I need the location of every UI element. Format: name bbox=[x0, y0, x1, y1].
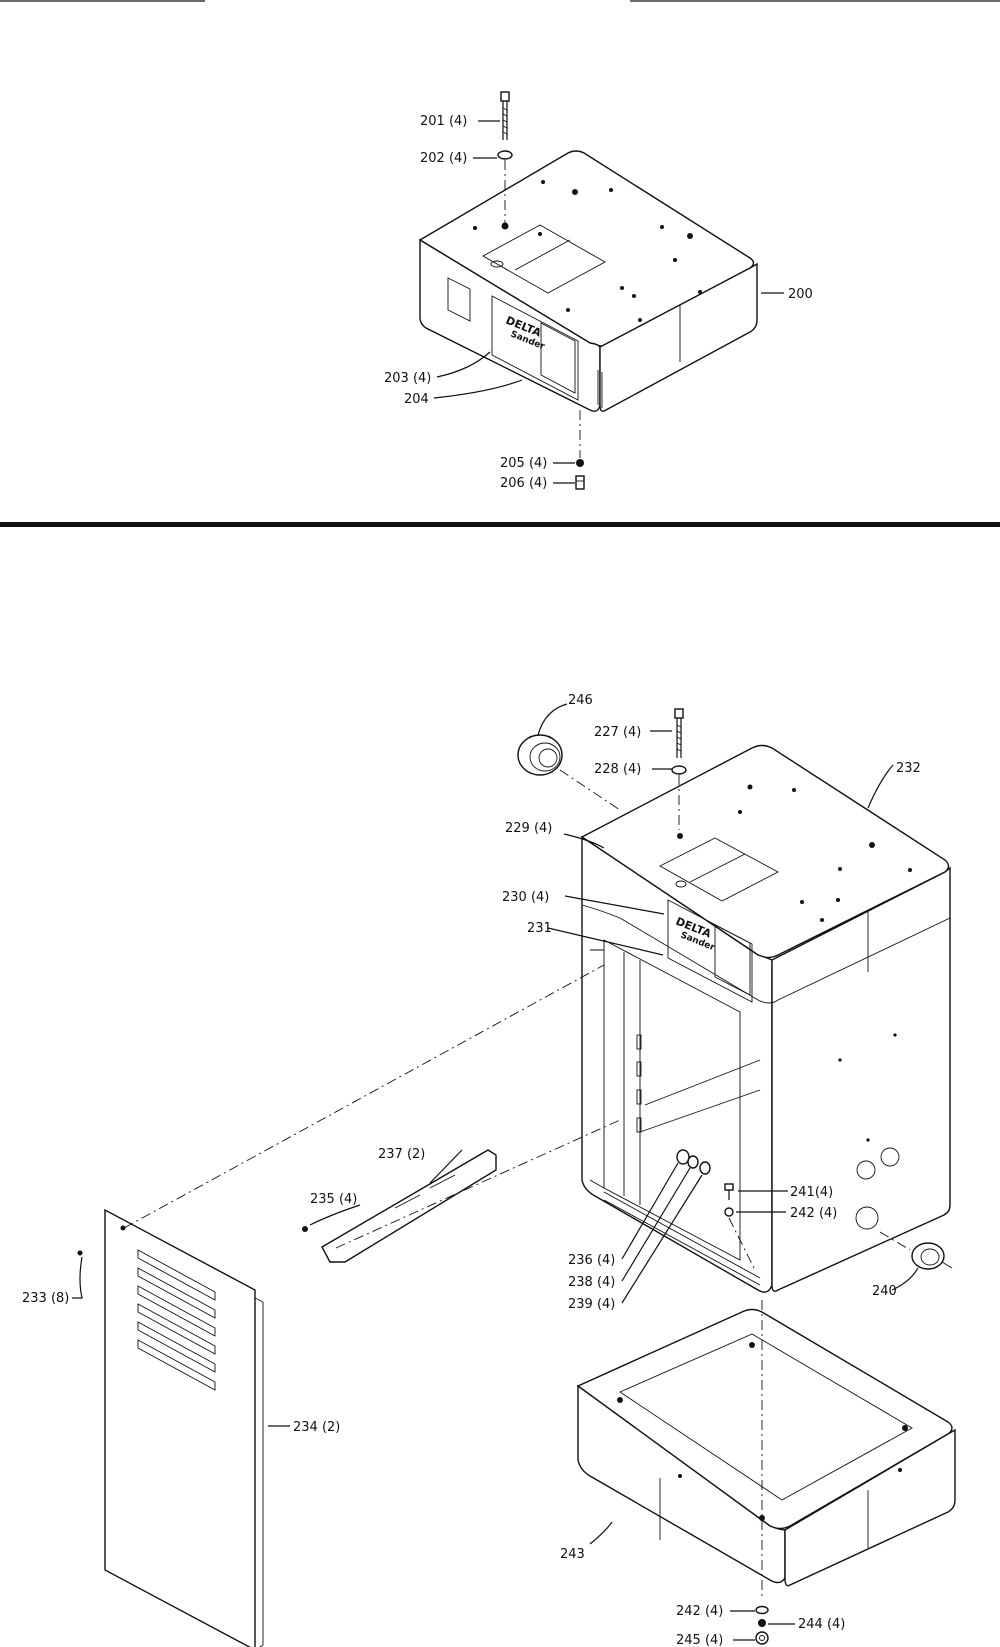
nut-245-icon bbox=[755, 1631, 769, 1645]
callout-238: 238 (4) bbox=[568, 1275, 615, 1290]
callout-235: 235 (4) bbox=[310, 1192, 357, 1207]
stand-top-holes bbox=[677, 784, 912, 922]
callout-237: 237 (2) bbox=[378, 1147, 425, 1162]
screw-206-icon bbox=[575, 475, 585, 490]
callout-204: 204 bbox=[404, 392, 429, 407]
cabinet-front-face bbox=[419, 238, 601, 412]
grommet-246-icon bbox=[517, 734, 563, 776]
washer-244-icon bbox=[758, 1619, 766, 1627]
top-opening bbox=[482, 224, 606, 294]
nameplate-panel bbox=[491, 295, 579, 401]
stand-top-opening bbox=[659, 837, 779, 902]
callout-202: 202 (4) bbox=[420, 151, 467, 166]
bolt-201-icon bbox=[500, 91, 510, 140]
base-243-right bbox=[784, 1428, 956, 1587]
top-face-holes bbox=[473, 180, 702, 322]
callout-243: 243 bbox=[560, 1547, 585, 1562]
washer-202-icon bbox=[497, 150, 513, 160]
stand-right-face bbox=[771, 866, 951, 1292]
base-243-front bbox=[577, 1384, 786, 1584]
callout-230: 230 (4) bbox=[502, 890, 549, 905]
frame-slots bbox=[636, 1034, 642, 1133]
callout-246: 246 bbox=[568, 693, 593, 708]
side-hole-2 bbox=[880, 1147, 900, 1167]
callout-205: 205 (4) bbox=[500, 456, 547, 471]
washer-228-icon bbox=[671, 765, 687, 775]
callout-200: 200 bbox=[788, 287, 813, 302]
bolt-227-icon bbox=[674, 708, 684, 758]
side-hole-3 bbox=[855, 1206, 879, 1230]
washer-236-icon bbox=[676, 1149, 690, 1165]
callout-228: 228 (4) bbox=[594, 762, 641, 777]
callout-245: 245 (4) bbox=[676, 1633, 723, 1647]
nut-239-icon bbox=[699, 1161, 711, 1175]
callout-201: 201 (4) bbox=[420, 114, 467, 129]
callout-244: 244 (4) bbox=[798, 1617, 845, 1632]
callout-242-a: 242 (4) bbox=[790, 1206, 837, 1221]
callout-236: 236 (4) bbox=[568, 1253, 615, 1268]
stand-front-face bbox=[581, 835, 773, 1293]
front-cutout bbox=[447, 277, 471, 322]
washer-238-icon bbox=[687, 1155, 699, 1169]
rear-panel-234 bbox=[104, 1208, 256, 1647]
washer-242-icon bbox=[724, 1207, 734, 1217]
callout-242-b: 242 (4) bbox=[676, 1604, 723, 1619]
callout-234: 234 (2) bbox=[293, 1420, 340, 1435]
callout-233: 233 (8) bbox=[22, 1291, 69, 1306]
side-hole-1 bbox=[856, 1160, 876, 1180]
callout-203: 203 (4) bbox=[384, 371, 431, 386]
bracket-237 bbox=[321, 1149, 497, 1263]
top-cabinet-assembly: DELTA Sander bbox=[384, 91, 813, 491]
callout-239: 239 (4) bbox=[568, 1297, 615, 1312]
callout-206: 206 (4) bbox=[500, 476, 547, 491]
callout-231: 231 bbox=[527, 921, 552, 936]
stand-assembly: DELTA Sander bbox=[22, 693, 956, 1647]
screw-241-icon bbox=[724, 1183, 734, 1200]
grommet-240-icon bbox=[911, 1242, 945, 1270]
washer-205-icon bbox=[576, 459, 584, 467]
top-knob bbox=[490, 260, 504, 268]
callout-227: 227 (4) bbox=[594, 725, 641, 740]
callout-232: 232 bbox=[896, 761, 921, 776]
front-frame-opening bbox=[603, 939, 741, 1261]
cabinet-right-face bbox=[599, 262, 758, 412]
callout-240: 240 bbox=[872, 1284, 897, 1299]
washer-242b-icon bbox=[755, 1605, 769, 1615]
section-divider bbox=[0, 522, 1000, 527]
panel-louvers bbox=[137, 1249, 216, 1391]
callout-241: 241(4) bbox=[790, 1185, 833, 1200]
base-243-inner bbox=[619, 1333, 913, 1501]
callout-229: 229 (4) bbox=[505, 821, 552, 836]
